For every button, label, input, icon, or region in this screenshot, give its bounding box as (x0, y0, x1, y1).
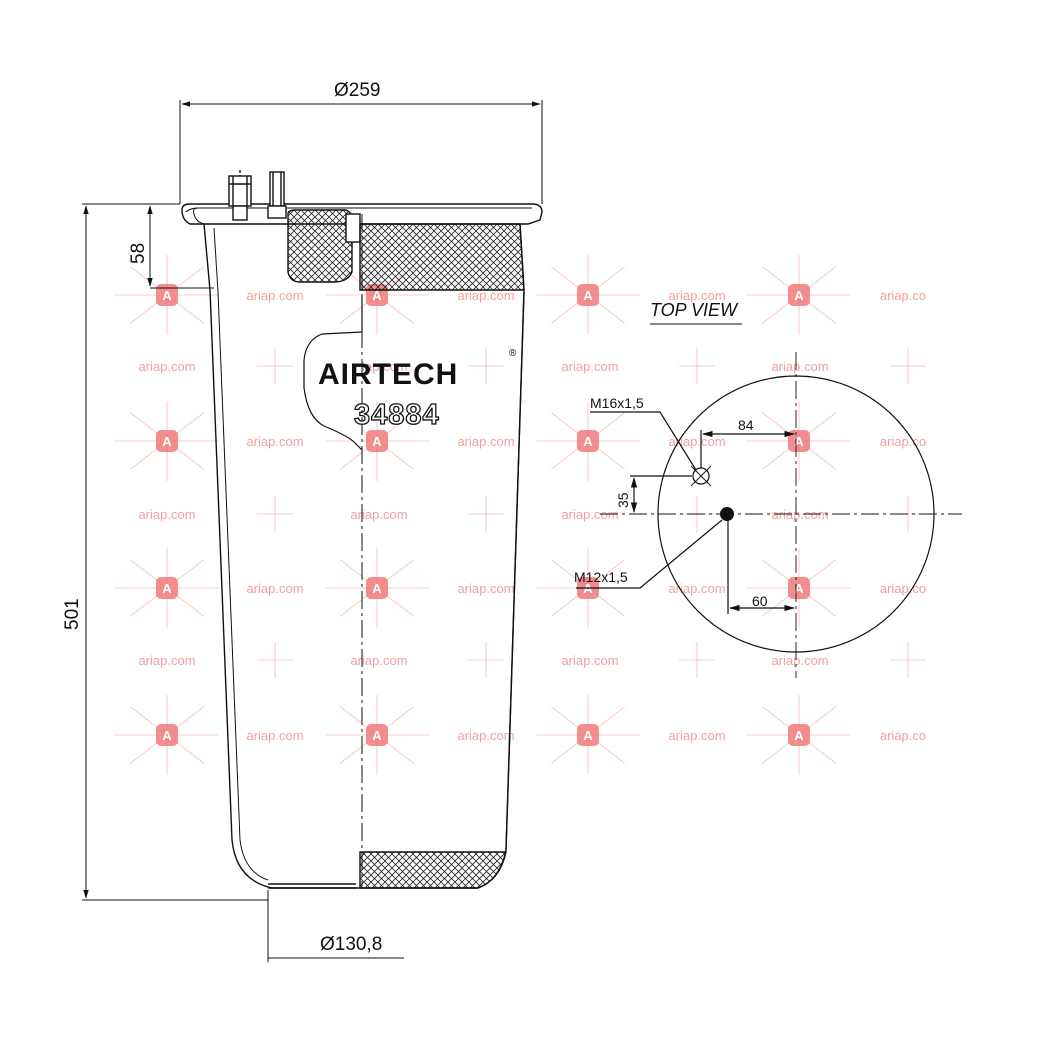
watermark-badge (156, 430, 178, 452)
leader-m16 (590, 411, 697, 471)
watermark-text: ariap.co (880, 288, 926, 303)
mounting-stud (228, 170, 252, 221)
watermark-badge-letter: A (794, 728, 804, 743)
watermark-text: ariap.com (668, 288, 725, 303)
dimension-lines (82, 100, 543, 962)
bottom-reinforcement-band (359, 851, 507, 889)
watermark-badge-letter: A (372, 728, 382, 743)
watermark-badge-letter: A (372, 581, 382, 596)
watermark-badge-letter: A (583, 728, 593, 743)
watermark-badge (156, 284, 178, 306)
bellows-profile (203, 223, 525, 889)
dim-stud-horizontal: 84 (738, 417, 754, 433)
watermark-text: ariap.com (457, 728, 514, 743)
watermark-badge-letter: A (162, 434, 172, 449)
watermark-badge (788, 724, 810, 746)
air-inlet-hole (720, 507, 734, 521)
brand-registered-mark: ® (509, 348, 517, 359)
watermark-badge (577, 284, 599, 306)
watermark-badge-letter: A (372, 434, 382, 449)
label-stud-thread: M16x1,5 (590, 395, 644, 411)
bellows-wall-inner (213, 227, 269, 881)
bellows-wall-outer (193, 207, 205, 225)
watermark-text: ariap.com (561, 507, 618, 522)
watermark-badge (577, 724, 599, 746)
watermark-badge-letter: A (794, 288, 804, 303)
watermark-text: ariap.com (771, 507, 828, 522)
bump-stop-insert (345, 213, 361, 243)
label-inlet-thread: M12x1,5 (574, 569, 628, 585)
dim-stud-vertical: 35 (615, 492, 631, 508)
brand-name: AIRTECH (318, 358, 458, 391)
watermark-text: ariap.com (668, 728, 725, 743)
watermark-text: ariap.com (246, 288, 303, 303)
watermark-text: ariap.com (246, 728, 303, 743)
watermark-text: ariap.com (138, 507, 195, 522)
side-view (181, 170, 543, 889)
watermark-badge-letter: A (583, 288, 593, 303)
watermark-text: ariap.com (246, 434, 303, 449)
watermark-badge-letter: A (583, 434, 593, 449)
top-view-label: TOP VIEW (650, 300, 739, 320)
watermark-badge-letter: A (794, 581, 804, 596)
watermark-badge (577, 430, 599, 452)
watermark-badge-letter: A (794, 434, 804, 449)
watermark-text: ariap.com (350, 359, 407, 374)
label-recess (303, 296, 363, 451)
top-view (576, 352, 962, 678)
watermark-text: ariap.com (668, 434, 725, 449)
watermark-badge (366, 577, 388, 599)
dim-height: 501 (62, 598, 83, 630)
watermark-text: ariap.co (880, 581, 926, 596)
air-inlet-fitting (267, 171, 287, 219)
top-reinforcement-band (359, 223, 525, 291)
watermark-text: ariap.com (350, 653, 407, 668)
bellows-right-edge (505, 291, 525, 851)
watermark-text: ariap.com (457, 581, 514, 596)
watermark-badge-letter: A (162, 288, 172, 303)
watermark-badge (788, 284, 810, 306)
watermark-badge (366, 430, 388, 452)
watermark-text: ariap.co (880, 728, 926, 743)
watermark-badge (156, 724, 178, 746)
watermark-text: ariap.com (457, 288, 514, 303)
watermark-text: ariap.co (880, 434, 926, 449)
dim-bottom-diameter: Ø130,8 (320, 934, 382, 955)
bump-stop (287, 209, 353, 283)
watermark-text: ariap.com (561, 359, 618, 374)
watermark-badge-letter: A (162, 728, 172, 743)
dim-inlet-horizontal: 60 (752, 593, 768, 609)
watermark-badge (366, 724, 388, 746)
watermark-text: ariap.com (138, 653, 195, 668)
watermark-text: ariap.com (771, 653, 828, 668)
dim-top-section: 58 (128, 243, 149, 264)
leader-m12 (576, 519, 723, 589)
watermark-text: ariap.com (350, 507, 407, 522)
watermark-badge-letter: A (162, 581, 172, 596)
watermark-badge (788, 577, 810, 599)
part-number: 34884 (354, 399, 440, 431)
watermark-text: ariap.com (246, 581, 303, 596)
watermark-badge-letter: A (372, 288, 382, 303)
watermark-text: ariap.com (138, 359, 195, 374)
watermark-text: ariap.com (771, 359, 828, 374)
dim-top-diameter: Ø259 (334, 80, 380, 101)
watermark-text: ariap.com (457, 434, 514, 449)
watermark-text: ariap.com (561, 653, 618, 668)
watermark-badge (156, 577, 178, 599)
